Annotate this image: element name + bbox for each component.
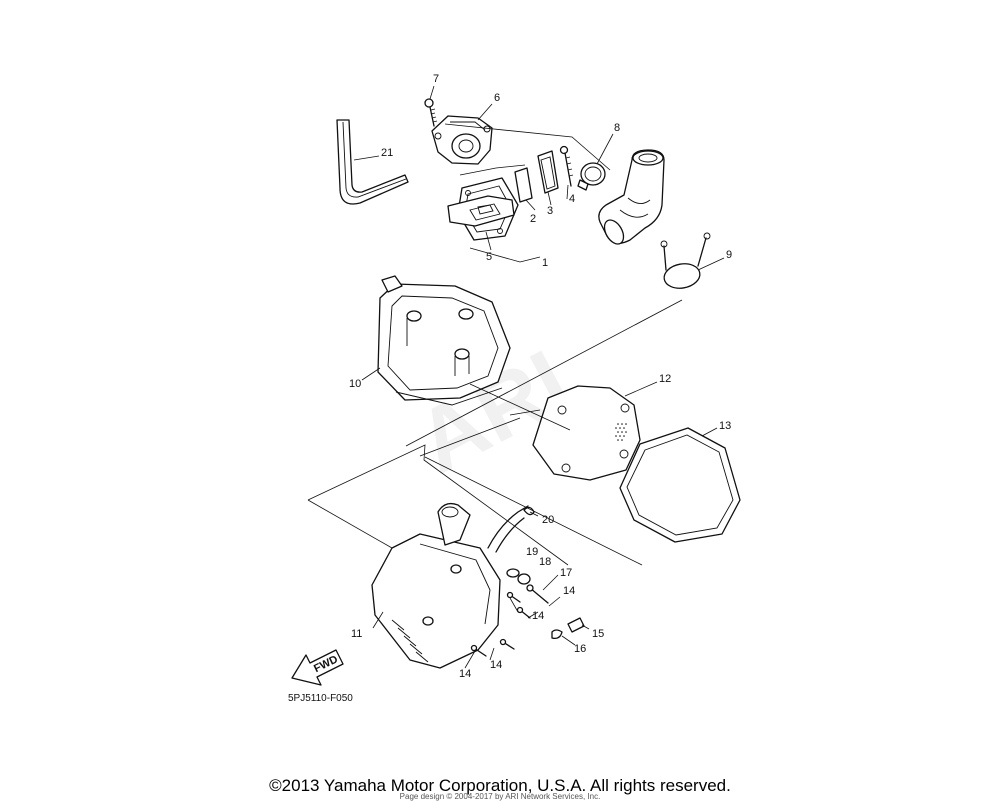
part-21-hose xyxy=(336,119,409,205)
part-14-screws xyxy=(470,591,531,657)
label-1: 1 xyxy=(542,257,548,269)
label-5: 5 xyxy=(486,251,492,263)
intake-joint xyxy=(598,149,665,245)
label-14-d: 14 xyxy=(459,668,471,680)
label-19: 19 xyxy=(526,546,538,558)
part-11-airbox-cover xyxy=(371,502,529,669)
part-15-plug xyxy=(567,617,585,633)
diagram-code: 5PJ5110-F050 xyxy=(288,693,353,704)
reed-assembly-outline xyxy=(444,123,611,176)
copyright-text: ©2013 Yamaha Motor Corporation, U.S.A. A… xyxy=(269,776,731,795)
fwd-arrow: FWD xyxy=(291,649,344,686)
label-11: 11 xyxy=(351,628,362,640)
part-17-bolt xyxy=(526,584,549,604)
part-10-airbox-case xyxy=(377,275,511,406)
part-6-housing xyxy=(431,115,493,165)
label-13: 13 xyxy=(719,420,731,432)
label-21: 21 xyxy=(381,147,393,159)
leader-lines xyxy=(353,85,725,669)
part-13-seal xyxy=(619,427,741,543)
part-3-stopper xyxy=(537,150,559,194)
page-design-text: Page design © 2004-2017 by ARI Network S… xyxy=(399,792,601,801)
callout-labels: 7 6 21 8 4 3 2 5 1 9 10 12 13 20 19 18 1… xyxy=(349,73,732,680)
part-2-reed xyxy=(514,167,533,203)
assembly-frame xyxy=(307,299,683,566)
label-14-a: 14 xyxy=(563,585,575,597)
part-12-filter-plate xyxy=(532,385,641,481)
label-14-c: 14 xyxy=(490,659,502,671)
label-4: 4 xyxy=(569,193,575,205)
part-1-reed-valve xyxy=(447,195,515,227)
part-18-grommet xyxy=(517,573,531,585)
label-20: 20 xyxy=(542,514,554,526)
label-10: 10 xyxy=(349,378,361,390)
label-2: 2 xyxy=(530,213,536,225)
part-8-clamp xyxy=(577,162,606,191)
part-7-screw xyxy=(424,98,438,127)
label-7: 7 xyxy=(433,73,439,85)
label-9: 9 xyxy=(726,249,732,261)
part-16-clamp xyxy=(551,629,563,640)
label-8: 8 xyxy=(614,122,620,134)
part-4-screw xyxy=(559,145,574,187)
part-9-clip xyxy=(660,232,711,289)
label-18: 18 xyxy=(539,556,551,568)
label-16: 16 xyxy=(574,643,586,655)
label-17: 17 xyxy=(560,567,572,579)
label-6: 6 xyxy=(494,92,500,104)
label-3: 3 xyxy=(547,205,553,217)
part-19-collar xyxy=(506,568,520,578)
label-15: 15 xyxy=(592,628,604,640)
label-14-b: 14 xyxy=(532,610,544,622)
mesh-dots xyxy=(615,423,627,441)
label-12: 12 xyxy=(659,373,671,385)
